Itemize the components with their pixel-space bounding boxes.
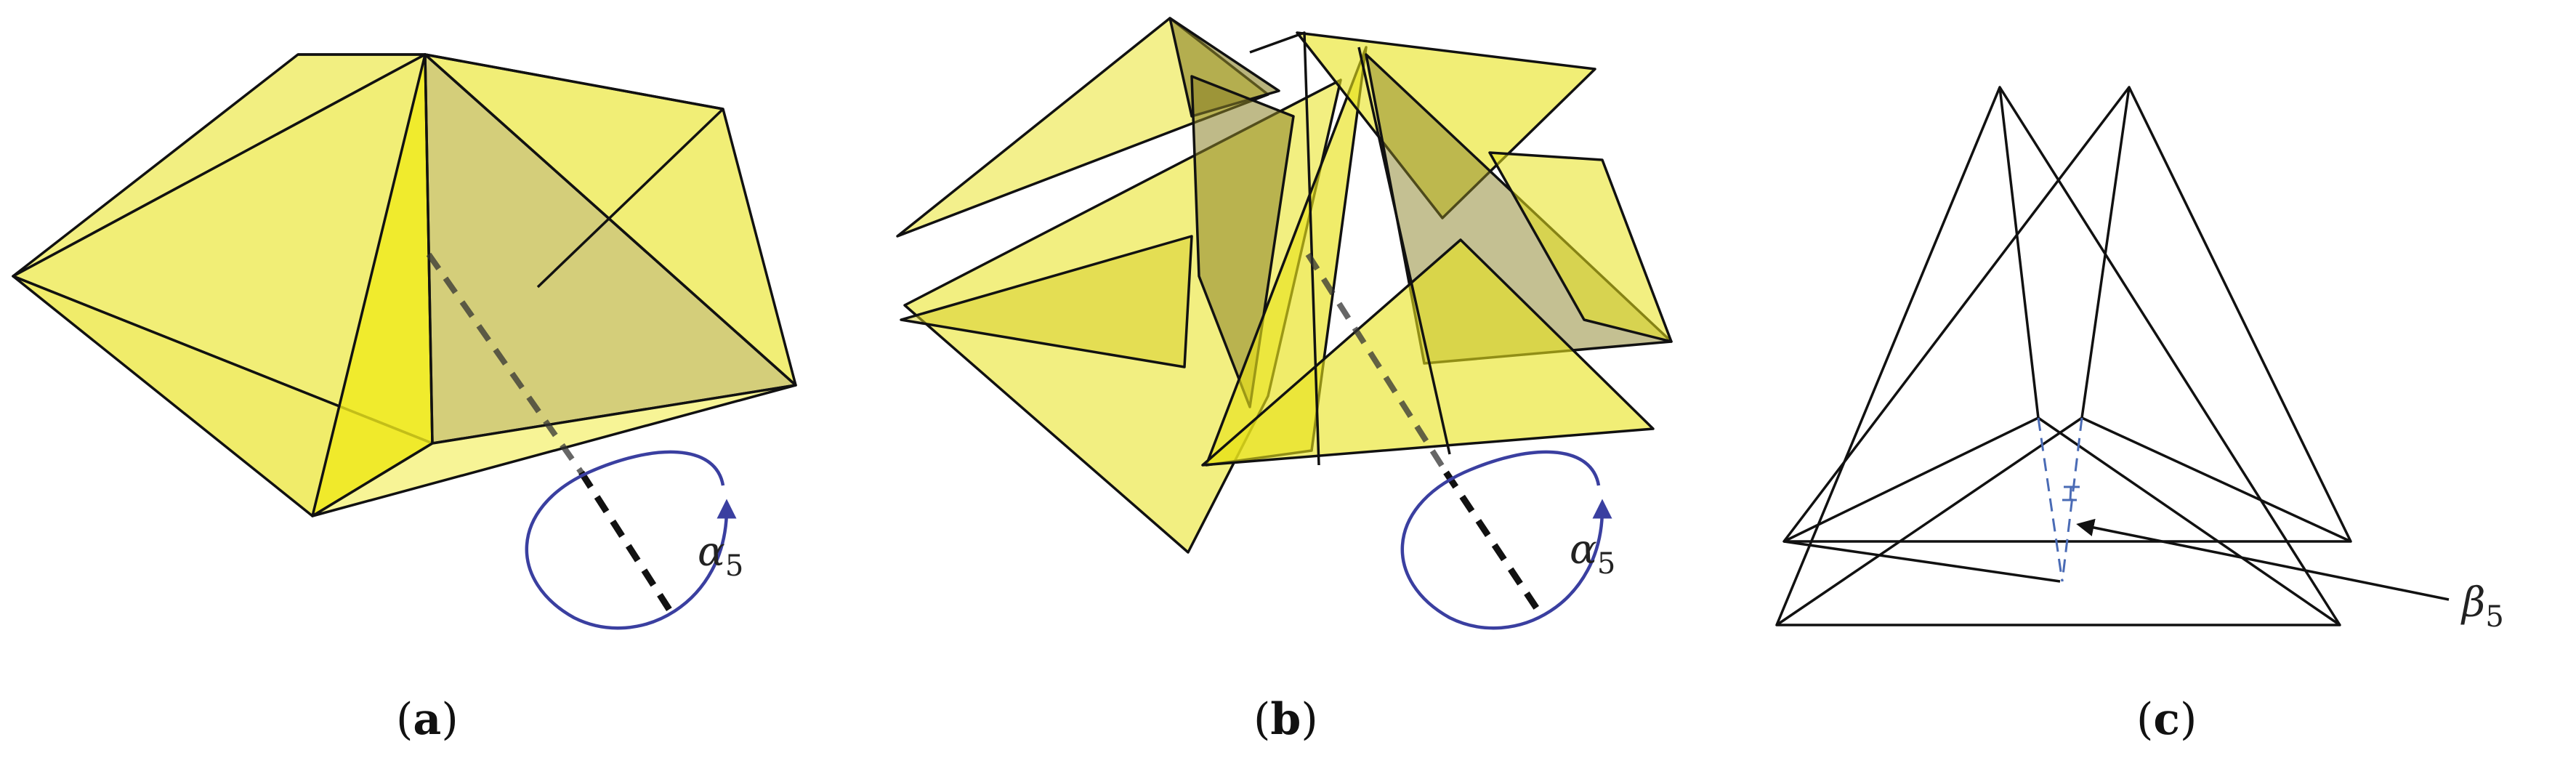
- edge-c-mid-cross: [1783, 540, 2061, 583]
- face-a-right-lower: [311, 384, 797, 517]
- rotation-axis-a-hidden: [426, 252, 584, 475]
- annotation-b-symbol: α: [1570, 526, 1597, 573]
- polyhedron-b: [896, 17, 1673, 554]
- panel-a: α5 (a): [12, 53, 797, 745]
- panel-label-c: (c): [2136, 694, 2197, 745]
- polyhedron-a: [12, 53, 797, 517]
- rotation-axis-b-hidden: [1305, 252, 1449, 475]
- panel-b: α5 (b): [896, 17, 1673, 745]
- tetra-c-right: [1782, 86, 2352, 543]
- annotation-a-symbol: α: [698, 528, 725, 576]
- annotation-c-symbol: β: [2460, 579, 2485, 626]
- annotation-c-subscript: 5: [2485, 600, 2503, 634]
- edge-c-inner-left: [2038, 416, 2341, 626]
- edge-c-base-right: [2081, 416, 2351, 543]
- face-b-left-wing: [900, 235, 1193, 368]
- face-b-right-back: [1488, 151, 1673, 343]
- angle-guide-c: [2037, 417, 2083, 582]
- edge-b-extra-2: [1357, 47, 1451, 455]
- edge-a-diag: [424, 53, 797, 387]
- rotation-arrow-a: [525, 450, 737, 630]
- edge-c-right-apex-down: [2080, 86, 2131, 419]
- angle-tick-bar: [2069, 486, 2072, 501]
- annotation-a-subscript: 5: [725, 549, 743, 583]
- edge-a-right-diag: [536, 108, 724, 289]
- panel-c: β5 (c): [1775, 86, 2504, 745]
- edge-c-base-left: [1783, 416, 2039, 543]
- annotation-c: β5: [2460, 579, 2504, 634]
- tetra-c-left: [1775, 86, 2341, 626]
- angle-guide-left: [2037, 417, 2064, 582]
- edge-c-inner-right: [1776, 416, 2083, 626]
- pointer-arrow-c: [2076, 518, 2450, 601]
- axis-a: [426, 252, 675, 616]
- rotation-axis-a-visible: [578, 470, 675, 616]
- annotation-b: α5: [1570, 526, 1615, 581]
- rotation-arrow-b: [1400, 450, 1612, 630]
- panel-label-b: (b): [1253, 694, 1318, 745]
- wireframe-c: [1775, 86, 2352, 626]
- edge-c-left-apex-down: [1998, 86, 2040, 419]
- axis-b: [1305, 252, 1543, 616]
- edge-b-extra-1: [1249, 31, 1320, 466]
- annotation-a: α5: [698, 528, 743, 583]
- panel-label-a: (a): [396, 694, 459, 745]
- annotation-b-subscript: 5: [1597, 547, 1615, 581]
- rotation-axis-b-visible: [1443, 470, 1543, 616]
